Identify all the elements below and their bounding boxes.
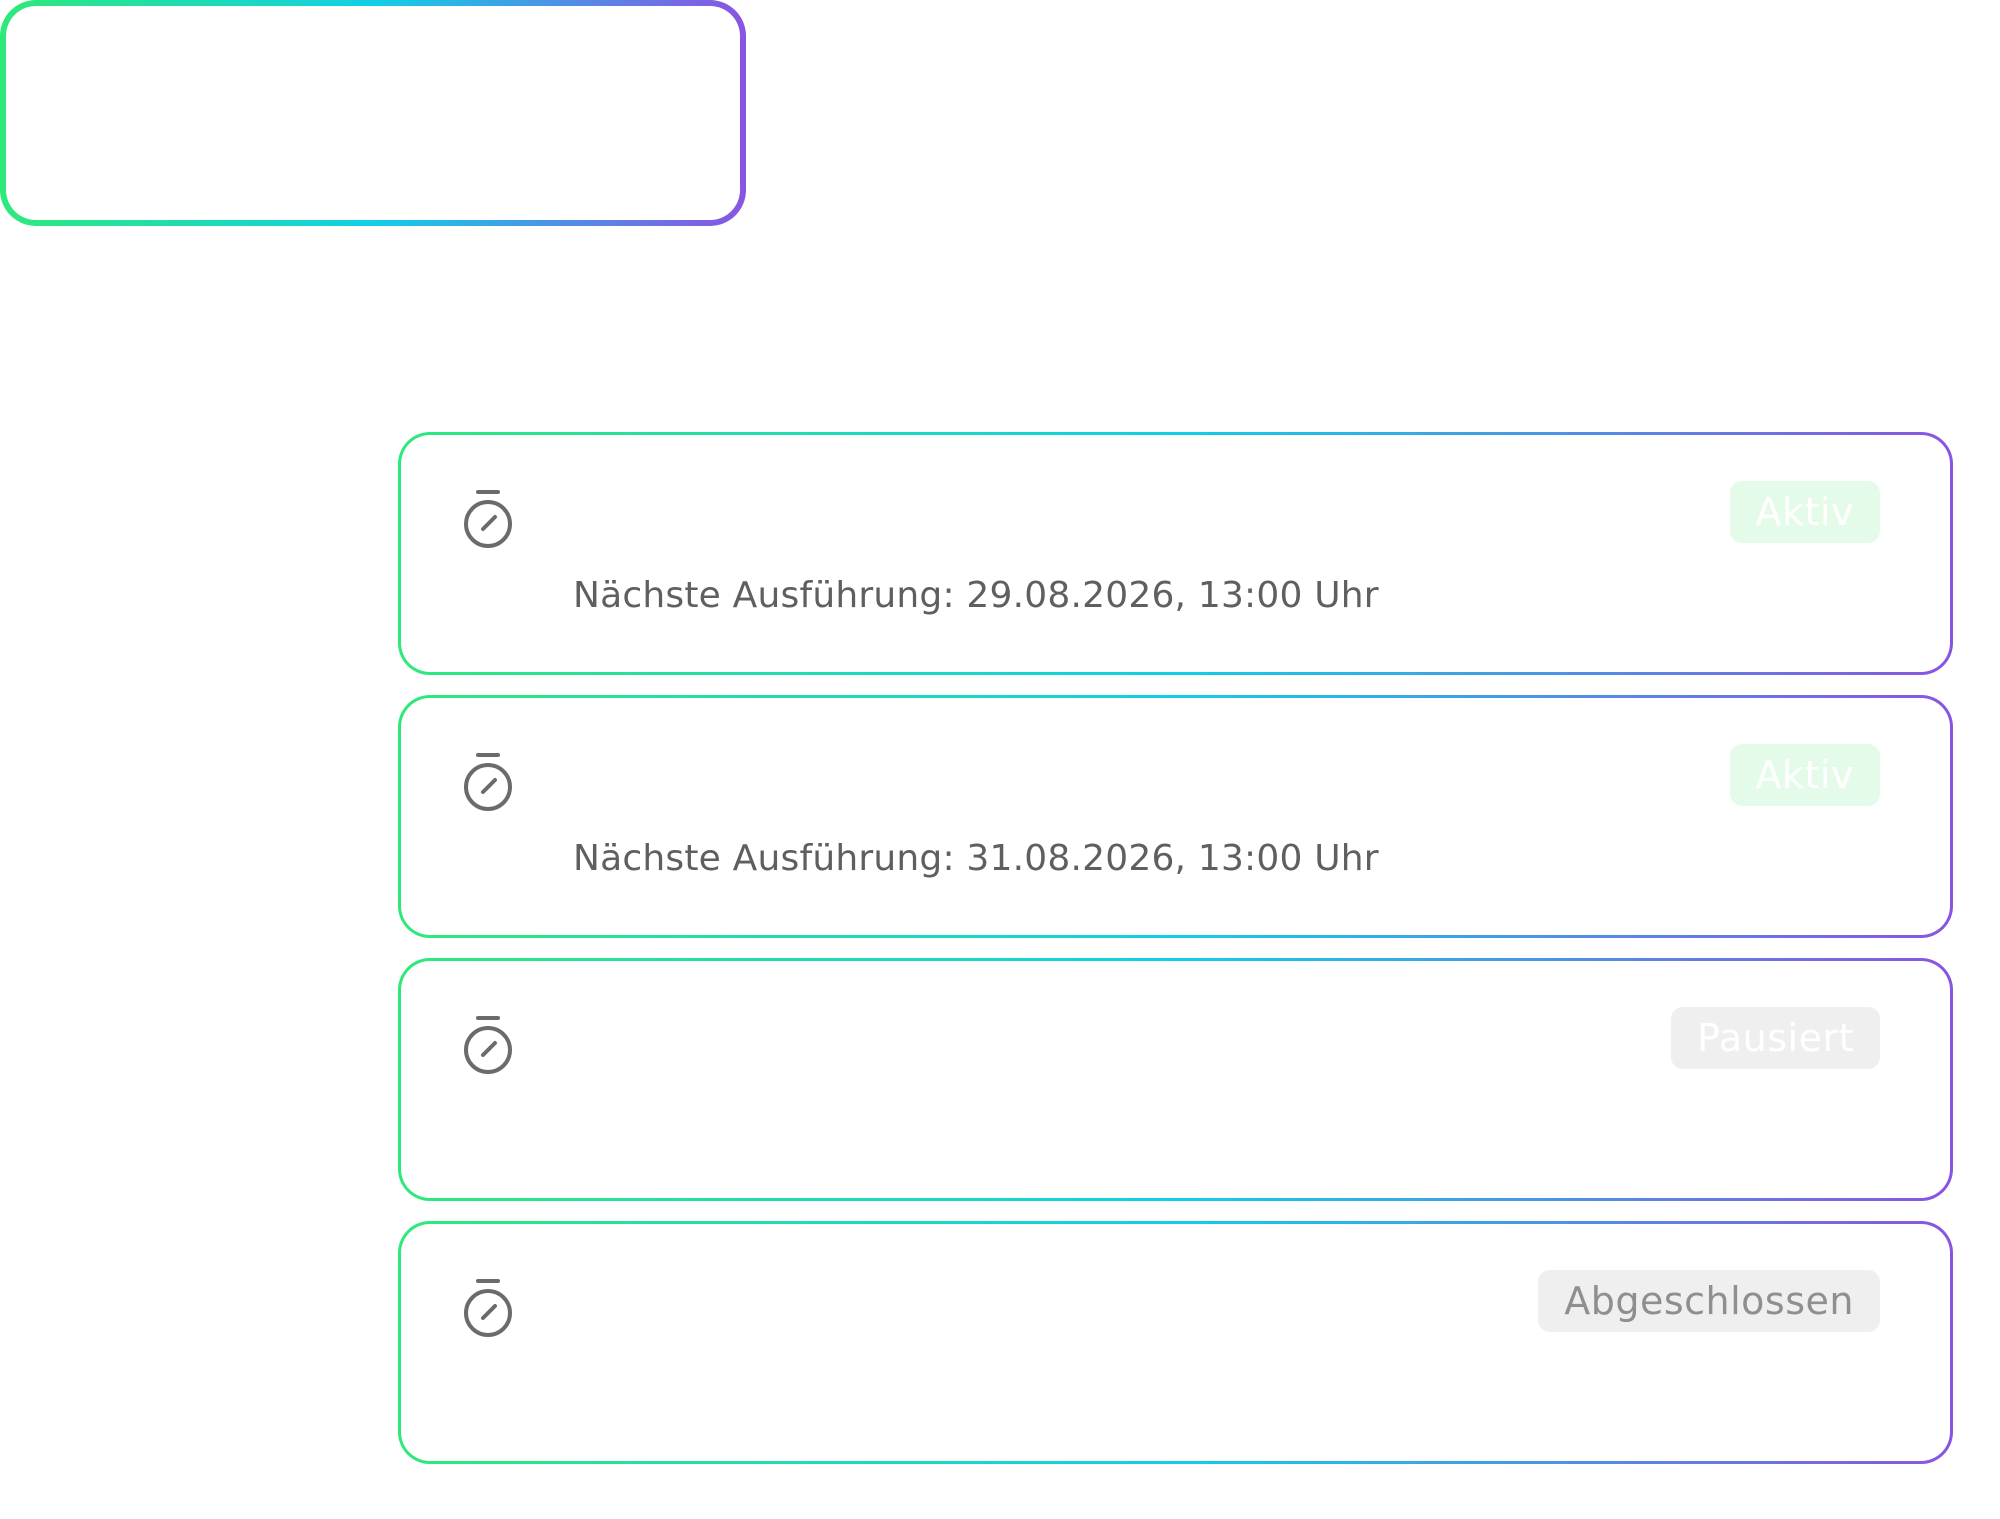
status-badge: Aktiv — [1729, 481, 1880, 543]
status-badge: Pausiert — [1671, 1007, 1880, 1069]
schedule-list: Aktiv Nächste Ausführung: 29.08.2026, 13… — [398, 432, 1953, 1484]
status-badge: Aktiv — [1729, 744, 1880, 806]
stopwatch-icon — [464, 1016, 512, 1074]
schedule-card[interactable]: Aktiv Nächste Ausführung: 29.08.2026, 13… — [398, 432, 1953, 675]
schedule-card[interactable]: Pausiert — [398, 958, 1953, 1201]
stopwatch-icon — [464, 753, 512, 811]
schedule-card[interactable]: Aktiv Nächste Ausführung: 31.08.2026, 13… — [398, 695, 1953, 938]
stopwatch-icon — [464, 490, 512, 548]
stopwatch-icon — [464, 1279, 512, 1337]
top-panel — [0, 0, 746, 226]
schedule-card[interactable]: Abgeschlossen — [398, 1221, 1953, 1464]
next-run-text: Nächste Ausführung: 29.08.2026, 13:00 Uh… — [573, 575, 1379, 616]
next-run-text: Nächste Ausführung: 31.08.2026, 13:00 Uh… — [573, 838, 1379, 879]
status-badge: Abgeschlossen — [1538, 1270, 1880, 1332]
